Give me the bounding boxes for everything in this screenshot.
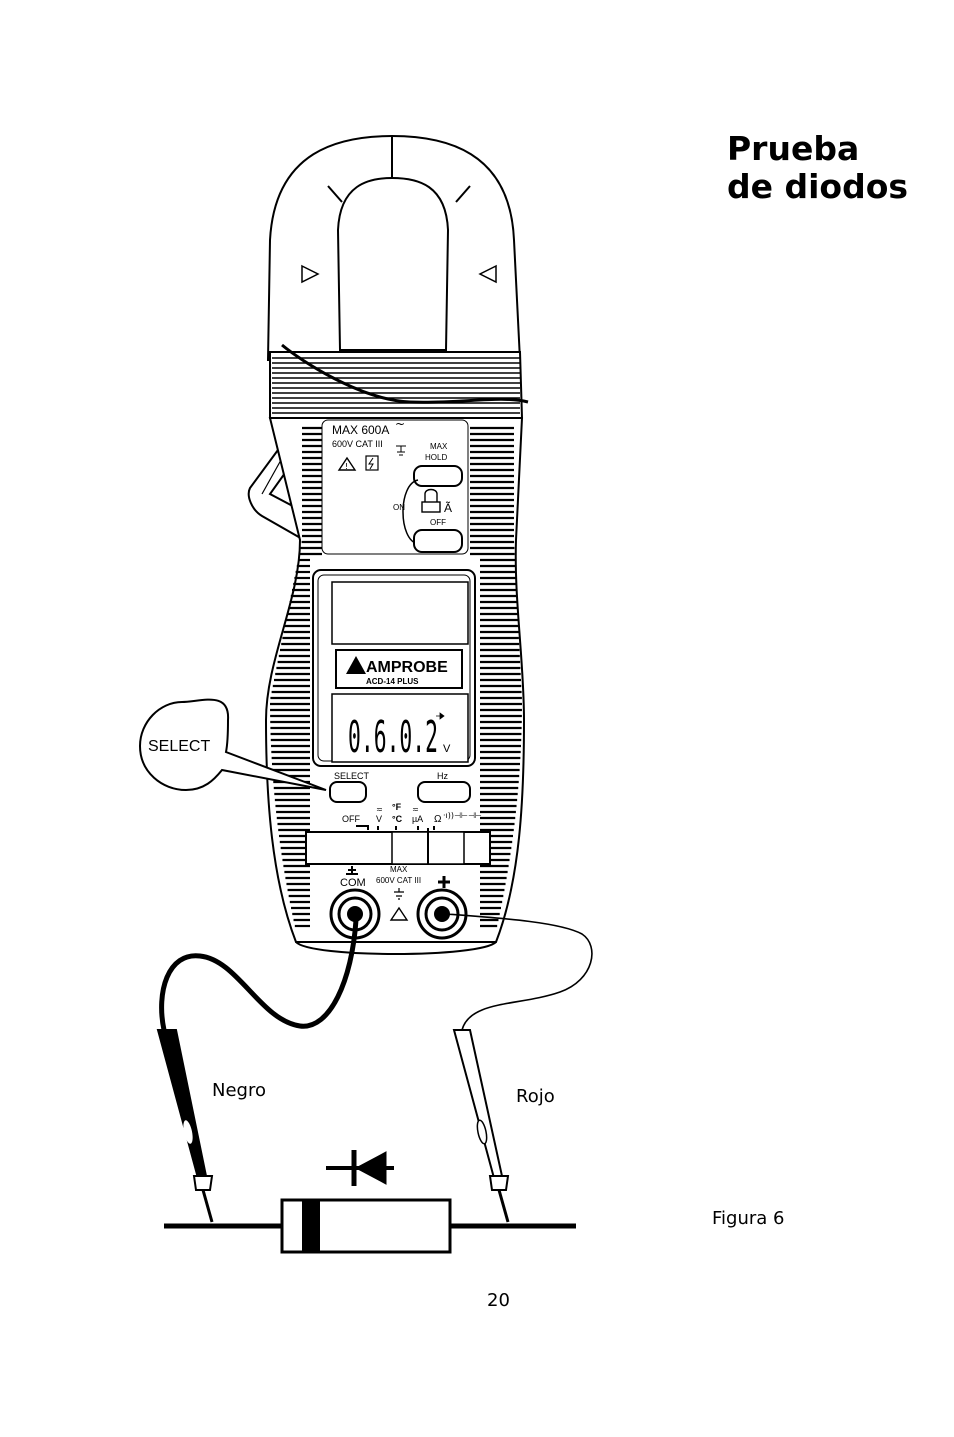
- dial-v-label: V: [376, 814, 382, 824]
- upper-window: [331, 581, 469, 645]
- ground-icon: [396, 445, 406, 456]
- lock-clamp-icon: [421, 488, 441, 513]
- cathode-band: [302, 1200, 320, 1252]
- ac-dc-icon-2: ≂: [412, 805, 419, 814]
- black-lead-label: Negro: [212, 1080, 266, 1101]
- callout-select-text: SELECT: [148, 738, 210, 755]
- hz-button[interactable]: [417, 781, 471, 803]
- input-jacks: COM MAX 600V CAT III: [295, 865, 497, 955]
- power-bracket: [402, 479, 419, 545]
- diode-annunciator-icon: [436, 712, 445, 720]
- positive-terminal-icon: [438, 876, 450, 888]
- select-button[interactable]: [329, 781, 367, 803]
- ac-amps-icon: Ã: [444, 501, 452, 515]
- dial-ua-label: µA: [412, 814, 423, 824]
- display-unit: V: [443, 743, 451, 755]
- negative-terminal-icon: [346, 866, 358, 875]
- rating-max-600a: MAX 600A: [332, 423, 389, 437]
- dial-c-label: °C: [392, 814, 403, 824]
- jack-max-label: MAX: [390, 865, 408, 874]
- jack-ground-icon: [394, 888, 404, 900]
- off-label-top: OFF: [430, 518, 446, 527]
- display-reading: 0.6.0.2: [348, 712, 438, 763]
- on-label: ON: [393, 503, 405, 512]
- amprobe-logo-icon: [346, 656, 366, 674]
- continuity-diode-capacitor-icon: ·ı))⊣⊢⊣⊢: [443, 811, 482, 820]
- diode-symbol-icon: [326, 1150, 394, 1186]
- title-line-1: Prueba: [727, 129, 860, 168]
- select-button-label: SELECT: [334, 771, 370, 781]
- cat-rating-top: 600V CAT III: [332, 439, 383, 449]
- brand-name: AMPROBE: [366, 659, 448, 676]
- top-panel: MAX 600A ~ 600V CAT III ! MAX HOLD ON Ã …: [332, 417, 463, 553]
- select-callout: SELECT: [138, 698, 327, 792]
- diode-component: [164, 1198, 576, 1254]
- dial-off-label: OFF: [342, 814, 360, 824]
- jack-cat-label: 600V CAT III: [376, 876, 421, 885]
- lcd-display: [331, 693, 469, 763]
- model-name: ACD-14 PLUS: [366, 677, 419, 686]
- button-row: SELECT Hz: [329, 771, 471, 803]
- display-panel: AMPROBE ACD-14 PLUS 0.6.0.2 V: [312, 569, 476, 767]
- hold-label: HOLD: [425, 453, 447, 462]
- black-test-lead: [156, 919, 359, 1223]
- red-test-lead: [445, 913, 593, 1223]
- jaw-collar: [269, 343, 529, 419]
- power-button[interactable]: [413, 529, 463, 553]
- title-line-2: de diodos: [727, 167, 909, 206]
- jack-warning-icon: [389, 906, 409, 921]
- hazard-voltage-icon: [365, 455, 379, 471]
- page-number: 20: [487, 1290, 510, 1311]
- dial-ohm-label: Ω: [434, 814, 442, 825]
- warning-icon: [337, 456, 357, 471]
- com-label: COM: [340, 877, 366, 889]
- ac-dc-icon: ≂: [376, 805, 383, 814]
- red-lead-label: Rojo: [516, 1086, 555, 1107]
- max-hold-button[interactable]: [413, 465, 463, 487]
- max-label: MAX: [430, 442, 448, 451]
- hz-button-label: Hz: [437, 771, 448, 781]
- clamp-jaws: [266, 134, 522, 361]
- function-selector: OFF ≂ V °F °C ≂ µA Ω ·ı))⊣⊢⊣⊢: [305, 802, 491, 865]
- dial-f-label: °F: [392, 802, 402, 812]
- warning-icon-mark: !: [345, 462, 348, 471]
- figure-caption: Figura 6: [712, 1208, 785, 1229]
- ac-tilde-icon: ~: [395, 417, 405, 431]
- page-title: Prueba de diodos: [727, 130, 937, 206]
